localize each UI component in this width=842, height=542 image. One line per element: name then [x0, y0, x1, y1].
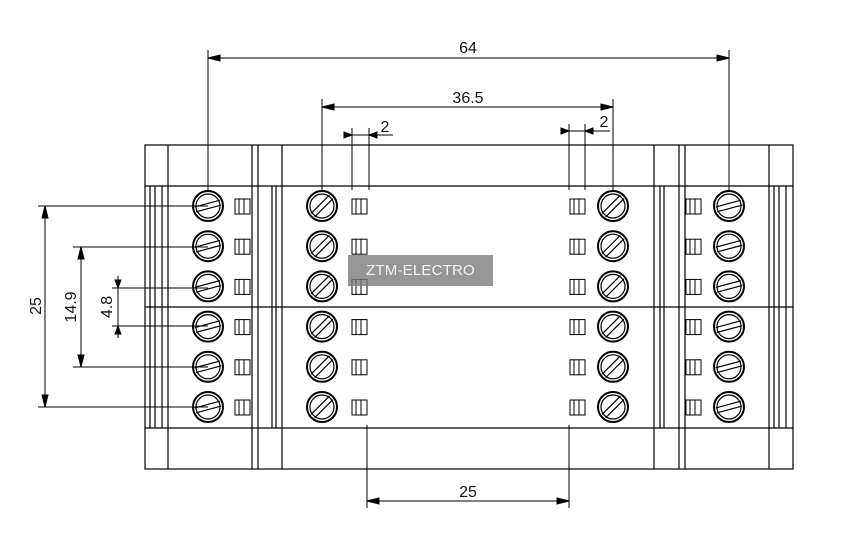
wire-slot: [685, 319, 702, 336]
wire-slot: [685, 198, 702, 215]
dim-14-9-label: 14.9: [63, 291, 80, 322]
screw-terminal: [597, 310, 629, 343]
screw-terminal: [192, 310, 224, 343]
wire-slot: [351, 238, 368, 255]
screw-terminal: [713, 350, 745, 383]
wire-slot: [234, 399, 251, 416]
wire-slot: [351, 319, 368, 336]
screw-terminal: [306, 190, 338, 222]
screw-terminal: [306, 310, 338, 343]
dim-64-label: 64: [459, 40, 477, 57]
screw-terminal: [597, 190, 629, 222]
wire-slot: [569, 319, 586, 336]
dim-25-bottom-label: 25: [459, 484, 477, 501]
screw-terminal: [306, 391, 338, 423]
watermark-badge: ZTM-ELECTRO: [348, 255, 493, 286]
screw-terminal: [306, 350, 338, 383]
dim-2-left-label: 2: [381, 119, 390, 136]
dim-25-left-label: 25: [28, 297, 45, 315]
screw-terminal: [192, 270, 224, 303]
wire-slot: [569, 198, 586, 215]
screw-terminal: [306, 270, 338, 303]
wire-slot: [234, 238, 251, 255]
wire-slot: [685, 359, 702, 376]
wire-slot: [685, 238, 702, 255]
wire-slot: [351, 399, 368, 416]
screw-terminal: [713, 230, 745, 263]
base-outline: [144, 144, 794, 470]
terminal-slots: [234, 198, 702, 416]
wire-slot: [685, 399, 702, 416]
wire-slot: [569, 278, 586, 295]
screw-terminal: [597, 350, 629, 383]
dimension-lines: [38, 50, 730, 508]
wire-slot: [569, 399, 586, 416]
screw-terminal: [713, 190, 745, 222]
screw-terminal: [192, 230, 224, 263]
dim-36-5-label: 36.5: [452, 90, 483, 107]
screw-terminal: [713, 270, 745, 303]
screw-terminal: [713, 391, 745, 423]
wire-slot: [234, 359, 251, 376]
wire-slot: [569, 238, 586, 255]
wire-slot: [234, 198, 251, 215]
wire-slot: [234, 319, 251, 336]
screw-terminal: [713, 310, 745, 343]
dim-2-right-label: 2: [600, 114, 609, 131]
screw-terminal: [306, 230, 338, 263]
wire-slot: [351, 198, 368, 215]
screw-terminal: [597, 391, 629, 423]
screw-terminal: [597, 230, 629, 263]
wire-slot: [685, 278, 702, 295]
screw-terminal: [597, 270, 629, 303]
wire-slot: [351, 359, 368, 376]
wire-slot: [234, 278, 251, 295]
dimension-labels: 64 36.5 2 2 25 25 14.9 4.8: [28, 40, 609, 501]
wire-slot: [569, 359, 586, 376]
dim-4-8-label: 4.8: [99, 296, 116, 318]
watermark-text: ZTM-ELECTRO: [366, 262, 475, 279]
